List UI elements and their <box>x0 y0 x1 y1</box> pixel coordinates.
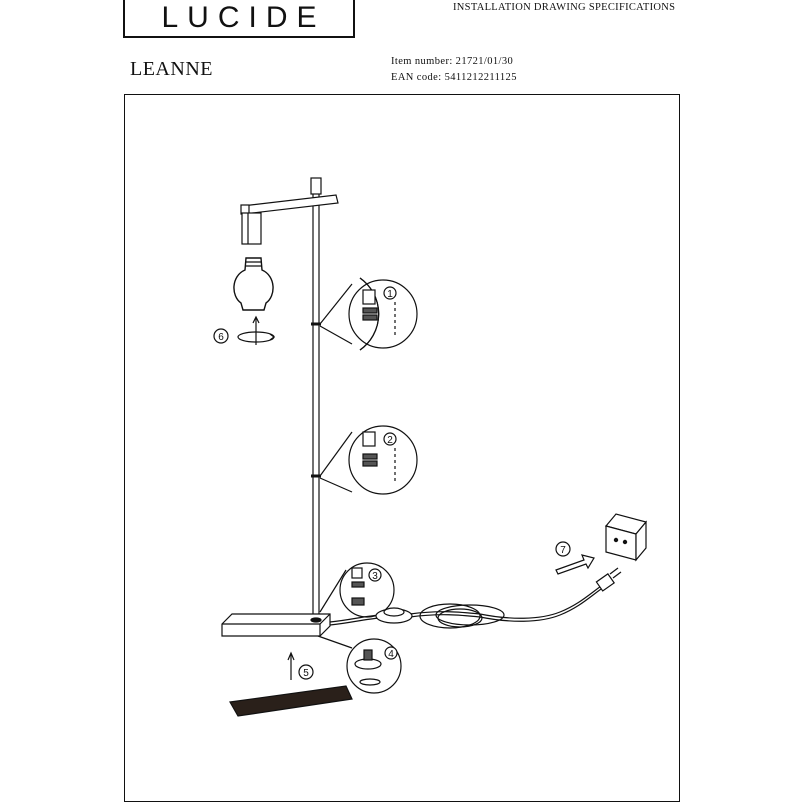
lamp-socket <box>241 212 262 245</box>
lamp-base <box>221 613 331 637</box>
detail-4: 4 <box>317 635 402 694</box>
detail-1: 1 <box>319 277 418 351</box>
brand-logo-text: LUCIDE <box>161 1 326 34</box>
detail-2: 2 <box>319 425 418 495</box>
product-name: LEANNE <box>130 58 213 80</box>
step-7-connect: 7 <box>555 541 595 575</box>
power-cable <box>329 583 605 629</box>
step-3-label: 3 <box>372 571 378 582</box>
foot-switch-icon <box>375 607 413 624</box>
step-7-label: 7 <box>560 545 566 556</box>
step-6-label: 6 <box>218 332 224 343</box>
floor-mat <box>229 685 353 717</box>
lamp-pole <box>310 177 322 620</box>
item-number: Item number: 21721/01/30 <box>391 56 514 67</box>
step-6-rotate: 6 <box>213 315 275 345</box>
brand-logo: LUCIDE <box>123 0 355 38</box>
wall-socket-icon <box>604 513 648 562</box>
step-4-label: 4 <box>388 649 394 660</box>
step-5-place: 5 <box>287 651 314 680</box>
light-bulb-icon <box>233 257 274 311</box>
step-1-label: 1 <box>387 289 393 300</box>
drawing-frame <box>124 94 680 802</box>
step-5-label: 5 <box>303 668 309 679</box>
ean-code: EAN code: 5411212211125 <box>391 72 517 83</box>
lamp-arm <box>240 194 339 215</box>
step-2-label: 2 <box>387 435 393 446</box>
power-plug-icon <box>595 567 622 592</box>
document-title: INSTALLATION DRAWING SPECIFICATIONS <box>453 2 676 13</box>
detail-3: 3 <box>319 562 395 618</box>
